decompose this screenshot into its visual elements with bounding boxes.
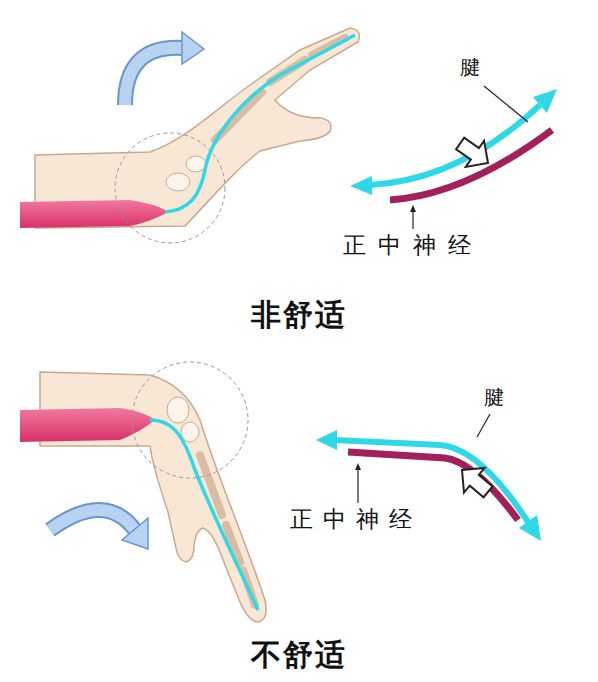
wrist-bone	[166, 173, 190, 191]
hand-outline	[35, 28, 359, 228]
pressure-arrow	[451, 130, 497, 176]
flexed-hand	[20, 362, 266, 622]
pressure-arrow	[452, 458, 499, 504]
wrist-highlight	[132, 362, 248, 478]
leader-line	[477, 414, 490, 437]
leader-line	[412, 210, 413, 229]
panel-title: 不舒适	[251, 638, 347, 671]
tendon-arrow-head	[350, 176, 372, 195]
median-nerve	[390, 130, 552, 200]
leader-head	[410, 205, 416, 212]
tendon-arrow-head	[316, 430, 337, 450]
leader-line	[357, 468, 358, 503]
part-label: 腱	[460, 56, 480, 78]
motion-arrow	[125, 48, 182, 105]
motion-arrow	[50, 510, 135, 530]
leader-line	[484, 86, 528, 122]
wrist-bone	[167, 397, 189, 423]
motion-arrow	[50, 510, 135, 530]
wrist-bone	[186, 156, 206, 172]
leader-head	[355, 463, 361, 470]
motion-arrow-head	[182, 32, 204, 64]
motion-arrow	[125, 48, 182, 105]
wrist-highlight	[115, 133, 225, 243]
extended-hand	[20, 28, 359, 243]
part-label: 腱	[484, 386, 504, 408]
tendon	[165, 35, 355, 212]
tendon-arrow	[370, 105, 540, 185]
part-label: 正中神经	[343, 233, 483, 258]
part-label: 正中神经	[290, 507, 422, 532]
motion-arrow-head	[122, 518, 148, 549]
tendon-arrow-head	[533, 89, 557, 113]
forearm-muscle	[20, 200, 168, 228]
panel-title: 非舒适	[251, 298, 347, 331]
schematic-extended	[350, 86, 557, 229]
tendon	[150, 420, 258, 610]
finger-bone	[215, 38, 345, 140]
tendon-arrow-head	[519, 515, 541, 541]
